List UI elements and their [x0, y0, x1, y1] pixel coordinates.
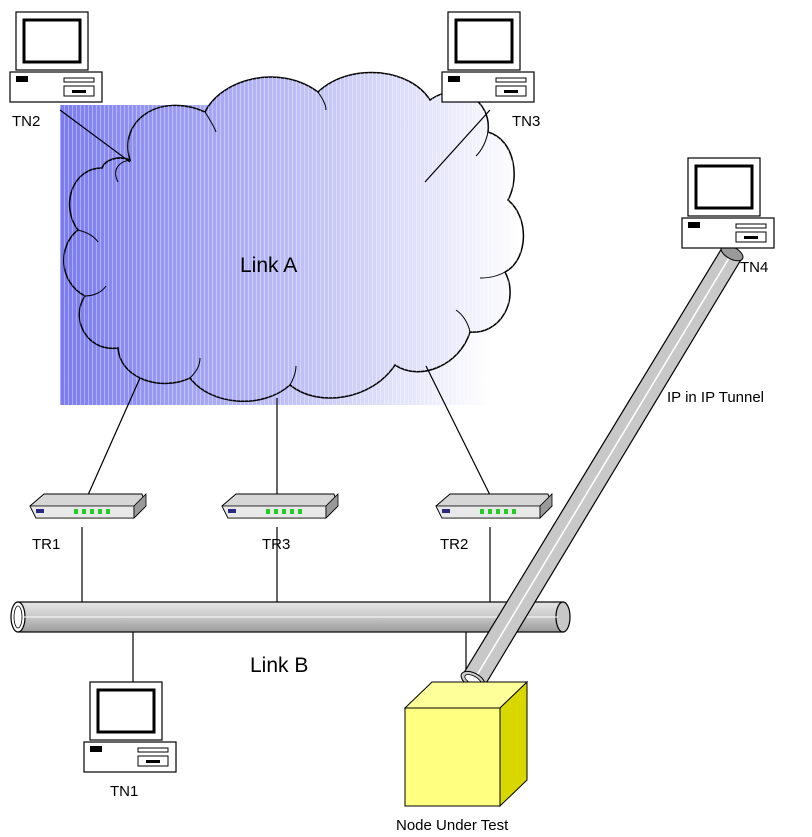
- tr2-label: TR2: [440, 536, 468, 553]
- node-under-test-label: Node Under Test: [396, 817, 509, 834]
- tn3-link-a-line: [424, 109, 491, 183]
- tn2-label: TN2: [12, 113, 40, 130]
- tunnel-label: IP in IP Tunnel: [667, 389, 764, 406]
- computer-tn3: TN3: [440, 10, 540, 130]
- tn2-link-a-line: [59, 109, 131, 163]
- link-a-cloud: [63, 71, 525, 402]
- tn3-label: TN3: [512, 113, 540, 130]
- tn4-label: TN4: [740, 259, 768, 276]
- tn1-label: TN1: [110, 783, 138, 800]
- tr1-link-a-line: [87, 377, 141, 496]
- router-tr3: TR3: [221, 493, 339, 553]
- link-a-label: Link A: [240, 254, 297, 277]
- node-under-test-cube: [403, 680, 529, 808]
- link-a-network: Link A: [60, 71, 525, 405]
- computer-tn2: TN2: [8, 10, 104, 130]
- connection-lines: [59, 109, 491, 690]
- tr1-label: TR1: [32, 536, 60, 553]
- tr3-label: TR3: [262, 536, 290, 553]
- router-tr1: TR1: [29, 493, 147, 553]
- router-tr2: TR2: [435, 493, 553, 553]
- link-b-pipe: [10, 601, 571, 633]
- computer-tn4: TN4: [680, 156, 776, 276]
- link-b-label: Link B: [250, 654, 308, 677]
- computer-tn1: TN1: [82, 680, 178, 800]
- tr2-link-a-line: [425, 365, 491, 496]
